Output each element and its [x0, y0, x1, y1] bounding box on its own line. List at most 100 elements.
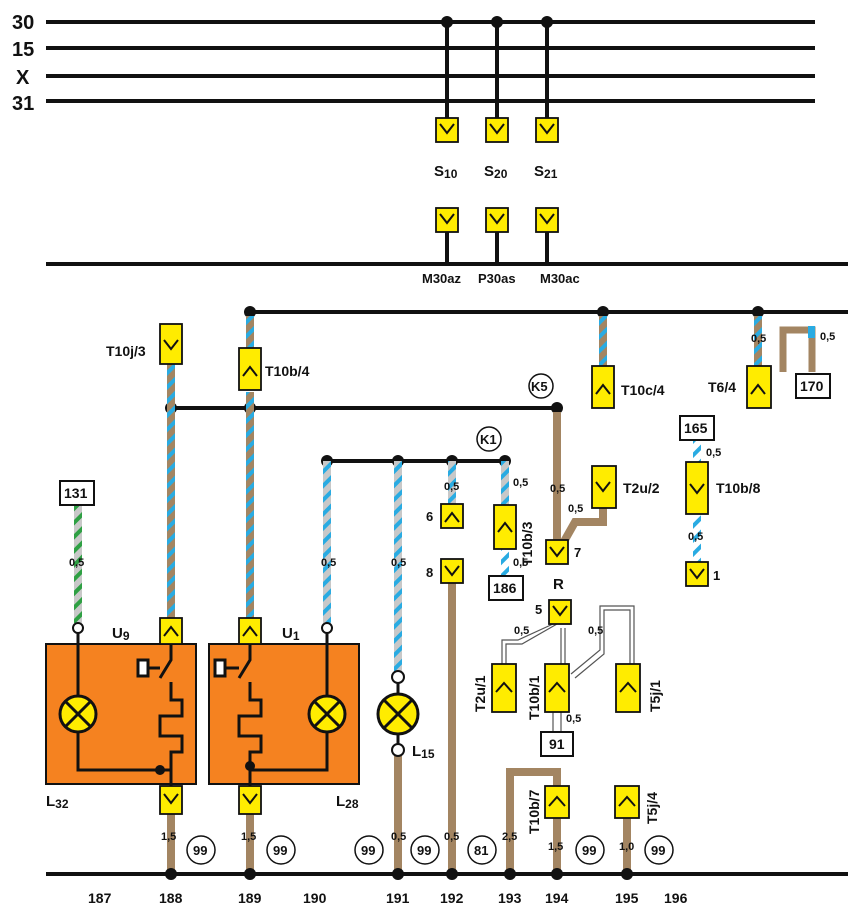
svg-text:99: 99: [651, 843, 665, 858]
svg-text:0,5: 0,5: [688, 531, 703, 543]
wire-t6-4: [754, 316, 762, 368]
connector-t6-4: T6/4: [708, 365, 772, 409]
address-label: 191: [386, 890, 410, 906]
svg-text:T10b/8: T10b/8: [716, 480, 761, 496]
svg-text:T10b/4: T10b/4: [265, 363, 310, 379]
splice-dot-s10: [441, 16, 453, 28]
connector-t5j4: T5j/4: [614, 785, 660, 824]
svg-text:0,5: 0,5: [391, 557, 406, 569]
lamp-icon: [307, 694, 347, 734]
connector-t5j1: T5j/1: [615, 663, 663, 713]
junction-dot: [155, 765, 165, 775]
svg-text:T10j/3: T10j/3: [106, 343, 146, 359]
svg-text:0,5: 0,5: [566, 713, 581, 725]
wire-k5: [553, 412, 561, 540]
bus-label-p30as: P30as: [478, 271, 516, 286]
svg-text:99: 99: [193, 843, 207, 858]
address-label: 193: [498, 890, 522, 906]
address-label: 192: [440, 890, 464, 906]
wire-t2u2: [558, 508, 607, 547]
component-u1: [208, 622, 360, 786]
svg-text:7: 7: [574, 545, 581, 560]
connector-t2u2: T2u/2: [591, 465, 660, 509]
lamp-l15: L15: [376, 670, 435, 761]
wire-l15: [394, 461, 402, 677]
wire-t10b8: [693, 514, 701, 562]
svg-text:99: 99: [417, 843, 431, 858]
terminal-pin: [321, 622, 333, 634]
rail-31-label: 31: [12, 93, 34, 115]
svg-text:T2u/1: T2u/1: [472, 675, 488, 712]
connector-t10j3: T10j/3: [106, 323, 183, 365]
wire-194: [553, 818, 561, 874]
wire-u1-pin: [323, 461, 331, 623]
label-u1: U1: [282, 625, 300, 643]
ground-ref-193: 81: [467, 835, 497, 865]
wire-189: [246, 812, 254, 874]
wire-186: [501, 549, 509, 577]
svg-text:8: 8: [426, 565, 433, 580]
s21-label: S21: [534, 163, 558, 181]
address-label: 194: [545, 890, 569, 906]
svg-text:0,5: 0,5: [321, 557, 336, 569]
label-l28: L28: [336, 793, 359, 811]
svg-text:1: 1: [713, 568, 720, 583]
svg-text:1,5: 1,5: [548, 841, 563, 853]
s20-upper-connector: [485, 117, 509, 143]
connector-t10b4: T10b/4: [238, 347, 310, 391]
component-u9: [45, 622, 197, 786]
wire-188: [167, 812, 175, 874]
svg-text:170: 170: [800, 378, 824, 394]
svg-text:K5: K5: [531, 379, 548, 394]
s21-upper-connector: [535, 117, 559, 143]
connector-t10b1: T10b/1: [526, 663, 570, 720]
svg-text:0,5: 0,5: [751, 333, 766, 345]
junction-dot: [597, 306, 609, 318]
s20-label: S20: [484, 163, 508, 181]
svg-text:T5j/4: T5j/4: [644, 792, 660, 824]
svg-text:T10b/1: T10b/1: [526, 675, 542, 720]
rail-x-label: X: [16, 67, 30, 89]
ref-box-170: 170: [795, 373, 831, 399]
connector-t10b7: T10b/7: [526, 785, 570, 834]
svg-text:5: 5: [535, 602, 542, 617]
ground-ref-189: 99: [266, 835, 296, 865]
svg-text:0,5: 0,5: [69, 557, 84, 569]
ref-box-91: 91: [540, 731, 574, 757]
ground-ref-191: 99: [354, 835, 384, 865]
svg-text:0,5: 0,5: [391, 831, 406, 843]
svg-text:K1: K1: [480, 432, 497, 447]
svg-text:T6/4: T6/4: [708, 379, 736, 395]
svg-text:T2u/2: T2u/2: [623, 480, 660, 496]
junction-dot: [245, 761, 255, 771]
svg-text:186: 186: [493, 580, 517, 596]
rail-30-label: 30: [12, 12, 34, 34]
junction-dot: [551, 402, 563, 414]
connector-t2u1: T2u/1: [472, 663, 517, 713]
svg-text:131: 131: [64, 485, 88, 501]
power-rails: 30 15 X 31: [12, 12, 815, 115]
bus-label-m30ac: M30ac: [540, 271, 580, 286]
svg-text:1,0: 1,0: [619, 841, 634, 853]
connector-u1-in: [238, 617, 262, 645]
bus-label-m30az: M30az: [422, 271, 462, 286]
wire-u1-top: [246, 316, 254, 348]
ref-box-186: 186: [488, 575, 524, 601]
junction-k1: K1: [476, 426, 502, 452]
switch-icon: [213, 644, 263, 786]
junction-k5: K5: [528, 373, 554, 399]
connector-pin1: 1: [685, 561, 720, 587]
ground-ref-195: 99: [644, 835, 674, 865]
svg-text:0,5: 0,5: [588, 625, 603, 637]
svg-text:99: 99: [361, 843, 375, 858]
splice-dot-s21: [541, 16, 553, 28]
svg-text:T10b/7: T10b/7: [526, 789, 542, 834]
wire-u1-feed: [246, 392, 254, 620]
wire-size-labels: 0,5 0,5 0,5 0,5 0,5 0,5 0,5 0,5 0,5 0,5 …: [69, 331, 835, 853]
connector-pin7: 7: [545, 539, 581, 565]
address-label: 190: [303, 890, 327, 906]
ground-ref-188: 99: [186, 835, 216, 865]
svg-text:R: R: [553, 576, 564, 593]
ground-refs: 99 99 99 99 81 99 99: [186, 835, 674, 865]
